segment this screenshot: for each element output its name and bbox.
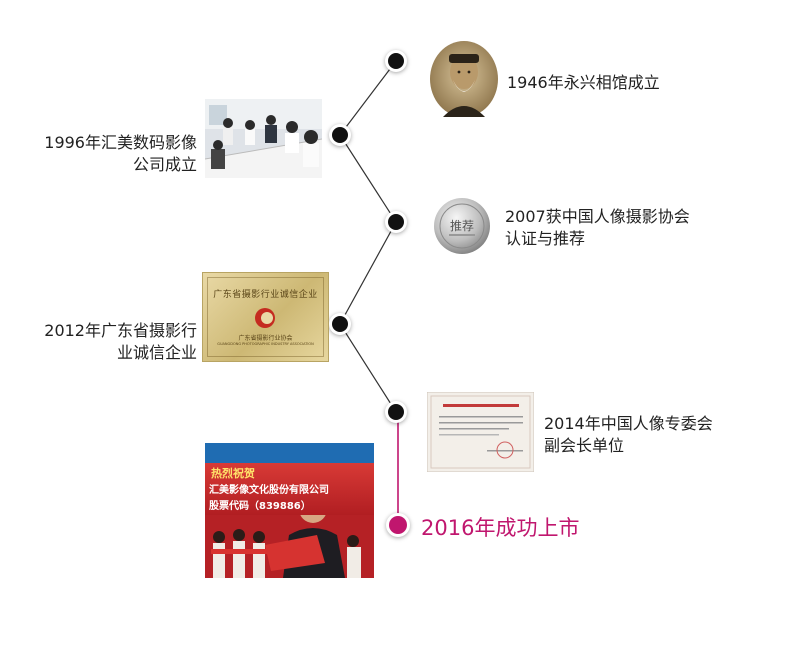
banner-line-2: 汇美影像文化股份有限公司: [209, 485, 329, 496]
caption-2014: 2014年中国人像专委会 副会长单位: [544, 414, 713, 455]
integrity-plaque: 广东省摄影行业诚信企业 广东省摄影行业协会 GUANGDONG PHOTOGRA…: [202, 272, 329, 362]
banner-line-1: 热烈祝贺: [211, 467, 255, 480]
banner-line-3: 股票代码（839886）: [209, 501, 311, 512]
caption-2016: 2016年成功上市: [421, 516, 580, 540]
caption-1996: 1996年汇美数码影像 公司成立: [44, 133, 197, 174]
recommendation-seal: 推荐: [434, 198, 490, 254]
timeline-node-1996: [329, 124, 351, 146]
plaque-org: 广东省摄影行业协会: [238, 335, 293, 342]
caption-1946: 1946年永兴相馆成立: [507, 73, 660, 92]
ceremony-crowd: [205, 515, 374, 578]
caption-2007: 2007获中国人像摄影协会 认证与推荐: [505, 207, 690, 248]
plaque-org-en: GUANGDONG PHOTOGRAPHIC INDUSTRY ASSOCIAT…: [217, 342, 314, 346]
timeline-path: [339, 60, 397, 413]
timeline-node-2007: [385, 211, 407, 233]
portrait-photo: [430, 41, 498, 117]
seal-text: 推荐: [450, 219, 474, 233]
timeline-node-2016: [386, 513, 410, 537]
association-logo-icon: [255, 308, 275, 328]
timeline-node-2014: [385, 401, 407, 423]
timeline-node-1946: [385, 50, 407, 72]
plaque-heading: 广东省摄影行业诚信企业: [213, 290, 318, 300]
certificate-document: [427, 392, 534, 472]
office-meeting-photo: [205, 99, 322, 178]
listing-ceremony-photo: 热烈祝贺 汇美影像文化股份有限公司 股票代码（839886）: [205, 443, 374, 578]
caption-2012: 2012年广东省摄影行 业诚信企业: [44, 321, 197, 362]
timeline-node-2012: [329, 313, 351, 335]
